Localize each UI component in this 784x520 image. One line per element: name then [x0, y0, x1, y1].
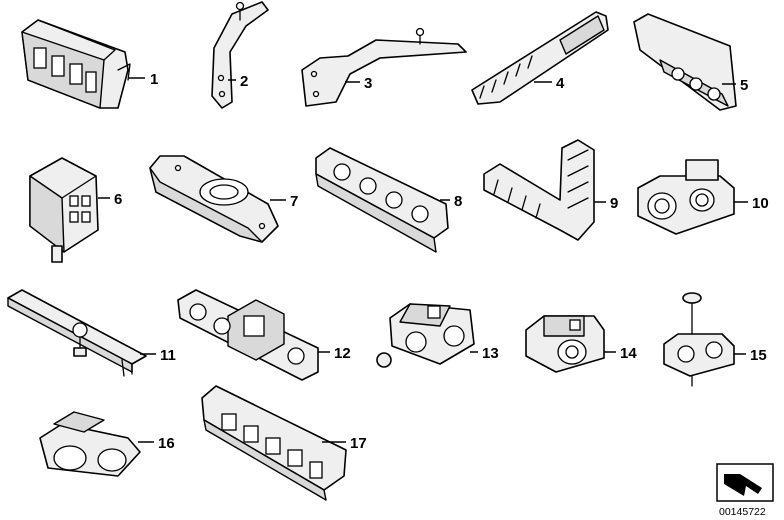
callout-8: 8: [454, 193, 462, 210]
part-17: [201, 385, 347, 501]
part-11: [7, 289, 147, 377]
arrow-tag-icon: [716, 463, 774, 502]
part-6: [29, 157, 99, 263]
callout-14: 14: [620, 345, 637, 362]
callout-1: 1: [150, 71, 158, 88]
callout-11: 11: [160, 347, 176, 364]
callout-17: 17: [350, 435, 367, 452]
part-12: [177, 289, 319, 381]
callout-9: 9: [610, 195, 618, 212]
part-4: [471, 11, 609, 105]
part-16: [39, 411, 141, 477]
part-13: [376, 303, 475, 368]
callout-15: 15: [750, 347, 767, 364]
callout-5: 5: [740, 77, 748, 94]
part-7: [149, 155, 279, 243]
callout-4: 4: [556, 75, 565, 92]
callout-2: 2: [240, 73, 248, 90]
part-15: [663, 292, 735, 387]
callout-10: 10: [752, 195, 769, 212]
part-10: [637, 159, 735, 235]
part-5: [633, 13, 737, 111]
reference-id: 00145722: [719, 506, 766, 518]
part-9: [483, 139, 595, 241]
part-14: [525, 315, 605, 373]
part-8: [315, 147, 449, 253]
callout-16: 16: [158, 435, 175, 452]
part-1: [21, 19, 131, 109]
part-3: [301, 27, 467, 107]
callout-13: 13: [482, 345, 499, 362]
callout-12: 12: [334, 345, 351, 362]
part-2: [211, 1, 269, 109]
callout-3: 3: [364, 75, 372, 92]
callout-6: 6: [114, 191, 122, 208]
callout-7: 7: [290, 193, 298, 210]
